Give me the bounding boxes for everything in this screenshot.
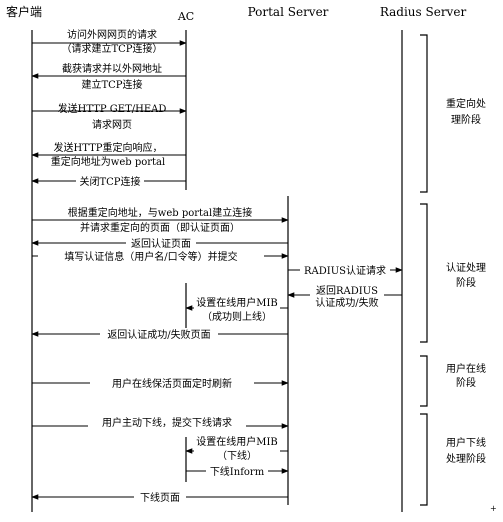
label-m13: 用户在线保活页面定时刷新 bbox=[112, 377, 232, 390]
phase-bracket-offline bbox=[420, 413, 428, 506]
label-m3-line1: 发送HTTP GET/HEAD bbox=[58, 102, 167, 115]
footnote-mark: + bbox=[490, 504, 497, 513]
label-m1-line2: （请求建立TCP连接） bbox=[61, 42, 162, 55]
participant-radius: Radius Server bbox=[380, 5, 467, 19]
phase-auth-line1: 认证处理 bbox=[446, 261, 486, 274]
label-m16: 下线Inform bbox=[210, 465, 265, 478]
phase-bracket-auth bbox=[420, 203, 428, 343]
participant-ac: AC bbox=[177, 10, 194, 23]
label-m7: 返回认证页面 bbox=[131, 237, 191, 250]
label-m17: 下线页面 bbox=[140, 491, 180, 504]
label-m15-line1: 设置在线用户MIB bbox=[196, 435, 278, 448]
phase-redirect-line2: 理阶段 bbox=[451, 113, 481, 126]
label-m8: 填写认证信息（用户名/口令等）并提交 bbox=[64, 250, 237, 263]
label-m3-line2: 请求网页 bbox=[92, 118, 132, 131]
label-m11-line2: （成功则上线） bbox=[202, 310, 272, 323]
label-m10-line2: 认证成功/失败 bbox=[315, 296, 378, 309]
label-m6-line2: 并请求重定向的页面（即认证页面） bbox=[80, 221, 240, 234]
phase-offline-line2: 处理阶段 bbox=[446, 452, 486, 465]
label-m4-line2: 重定向地址为web portal bbox=[51, 155, 165, 168]
label-m15-line2: （下线） bbox=[217, 449, 257, 462]
label-m5: 关闭TCP连接 bbox=[79, 175, 140, 188]
phase-bracket-redirect bbox=[420, 34, 428, 193]
label-m10-line1: 返回RADIUS bbox=[316, 285, 378, 297]
participant-portal: Portal Server bbox=[248, 5, 329, 19]
phase-online-line2: 阶段 bbox=[456, 376, 476, 389]
label-m2-line2: 建立TCP连接 bbox=[81, 78, 142, 91]
phase-auth-line2: 阶段 bbox=[456, 276, 476, 289]
label-m1-line1: 访问外网网页的请求 bbox=[67, 28, 157, 41]
phase-bracket-online bbox=[420, 355, 428, 407]
label-m11-line1: 设置在线用户MIB bbox=[196, 296, 278, 309]
label-m2-line1: 截获请求并以外网地址 bbox=[62, 62, 162, 75]
participant-client: 客户端 bbox=[6, 4, 42, 19]
phase-redirect-line1: 重定向处 bbox=[446, 97, 486, 110]
label-m4-line1: 发送HTTP重定向响应， bbox=[54, 141, 163, 154]
label-m14: 用户主动下线，提交下线请求 bbox=[102, 416, 232, 429]
label-m12: 返回认证成功/失败页面 bbox=[107, 328, 210, 341]
phase-online-line1: 用户在线 bbox=[446, 362, 486, 375]
label-m6-line1: 根据重定向地址，与web portal建立连接 bbox=[68, 206, 252, 219]
label-m9: RADIUS认证请求 bbox=[304, 264, 386, 277]
phase-offline-line1: 用户下线 bbox=[446, 436, 486, 449]
